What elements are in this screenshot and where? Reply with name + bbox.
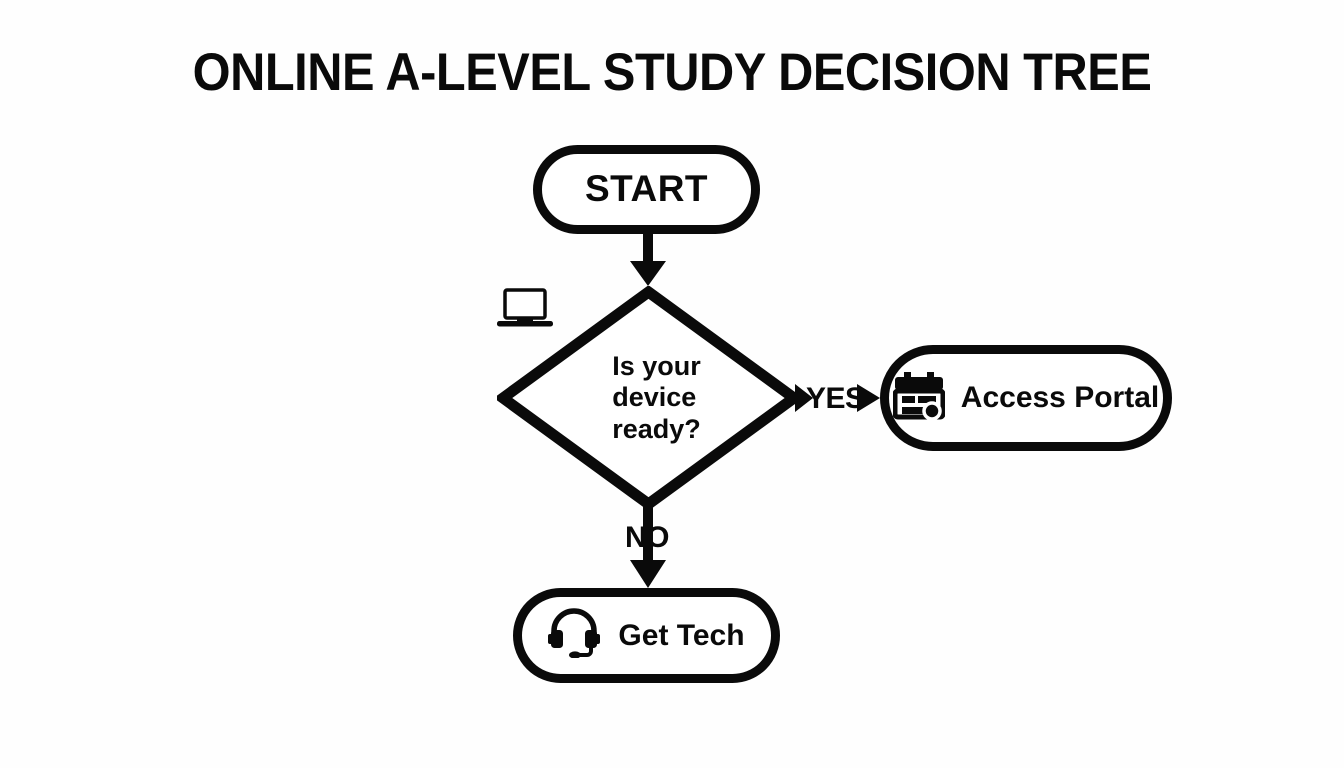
- node-access-portal-label: Access Portal: [960, 381, 1160, 415]
- node-get-tech[interactable]: Get Tech: [513, 588, 780, 683]
- node-access-portal[interactable]: Access Portal: [880, 345, 1172, 451]
- id-card-icon: [892, 371, 946, 425]
- connector-start-to-decision: [627, 233, 669, 293]
- node-decision-label-line-2: device: [612, 382, 697, 413]
- connector-decision-to-get-tech: [627, 505, 669, 595]
- node-decision-device-ready[interactable]: Is your device ready?: [497, 286, 800, 510]
- node-decision-label-line-3: ready?: [612, 413, 701, 444]
- edge-label-no: NO: [625, 521, 670, 554]
- diamond-shape: [497, 286, 800, 510]
- page-title: ONLINE A-LEVEL STUDY DECISION TREE: [192, 43, 1152, 102]
- edge-label-yes: YES: [806, 382, 865, 415]
- node-start[interactable]: START: [533, 145, 760, 234]
- node-decision-label: Is your device ready?: [612, 351, 701, 445]
- headset-icon: [548, 608, 601, 663]
- node-get-tech-label: Get Tech: [618, 618, 745, 652]
- node-start-label: START: [584, 168, 709, 210]
- node-decision-label-line-1: Is your: [612, 351, 701, 382]
- connector-decision-to-access-portal: [795, 378, 885, 423]
